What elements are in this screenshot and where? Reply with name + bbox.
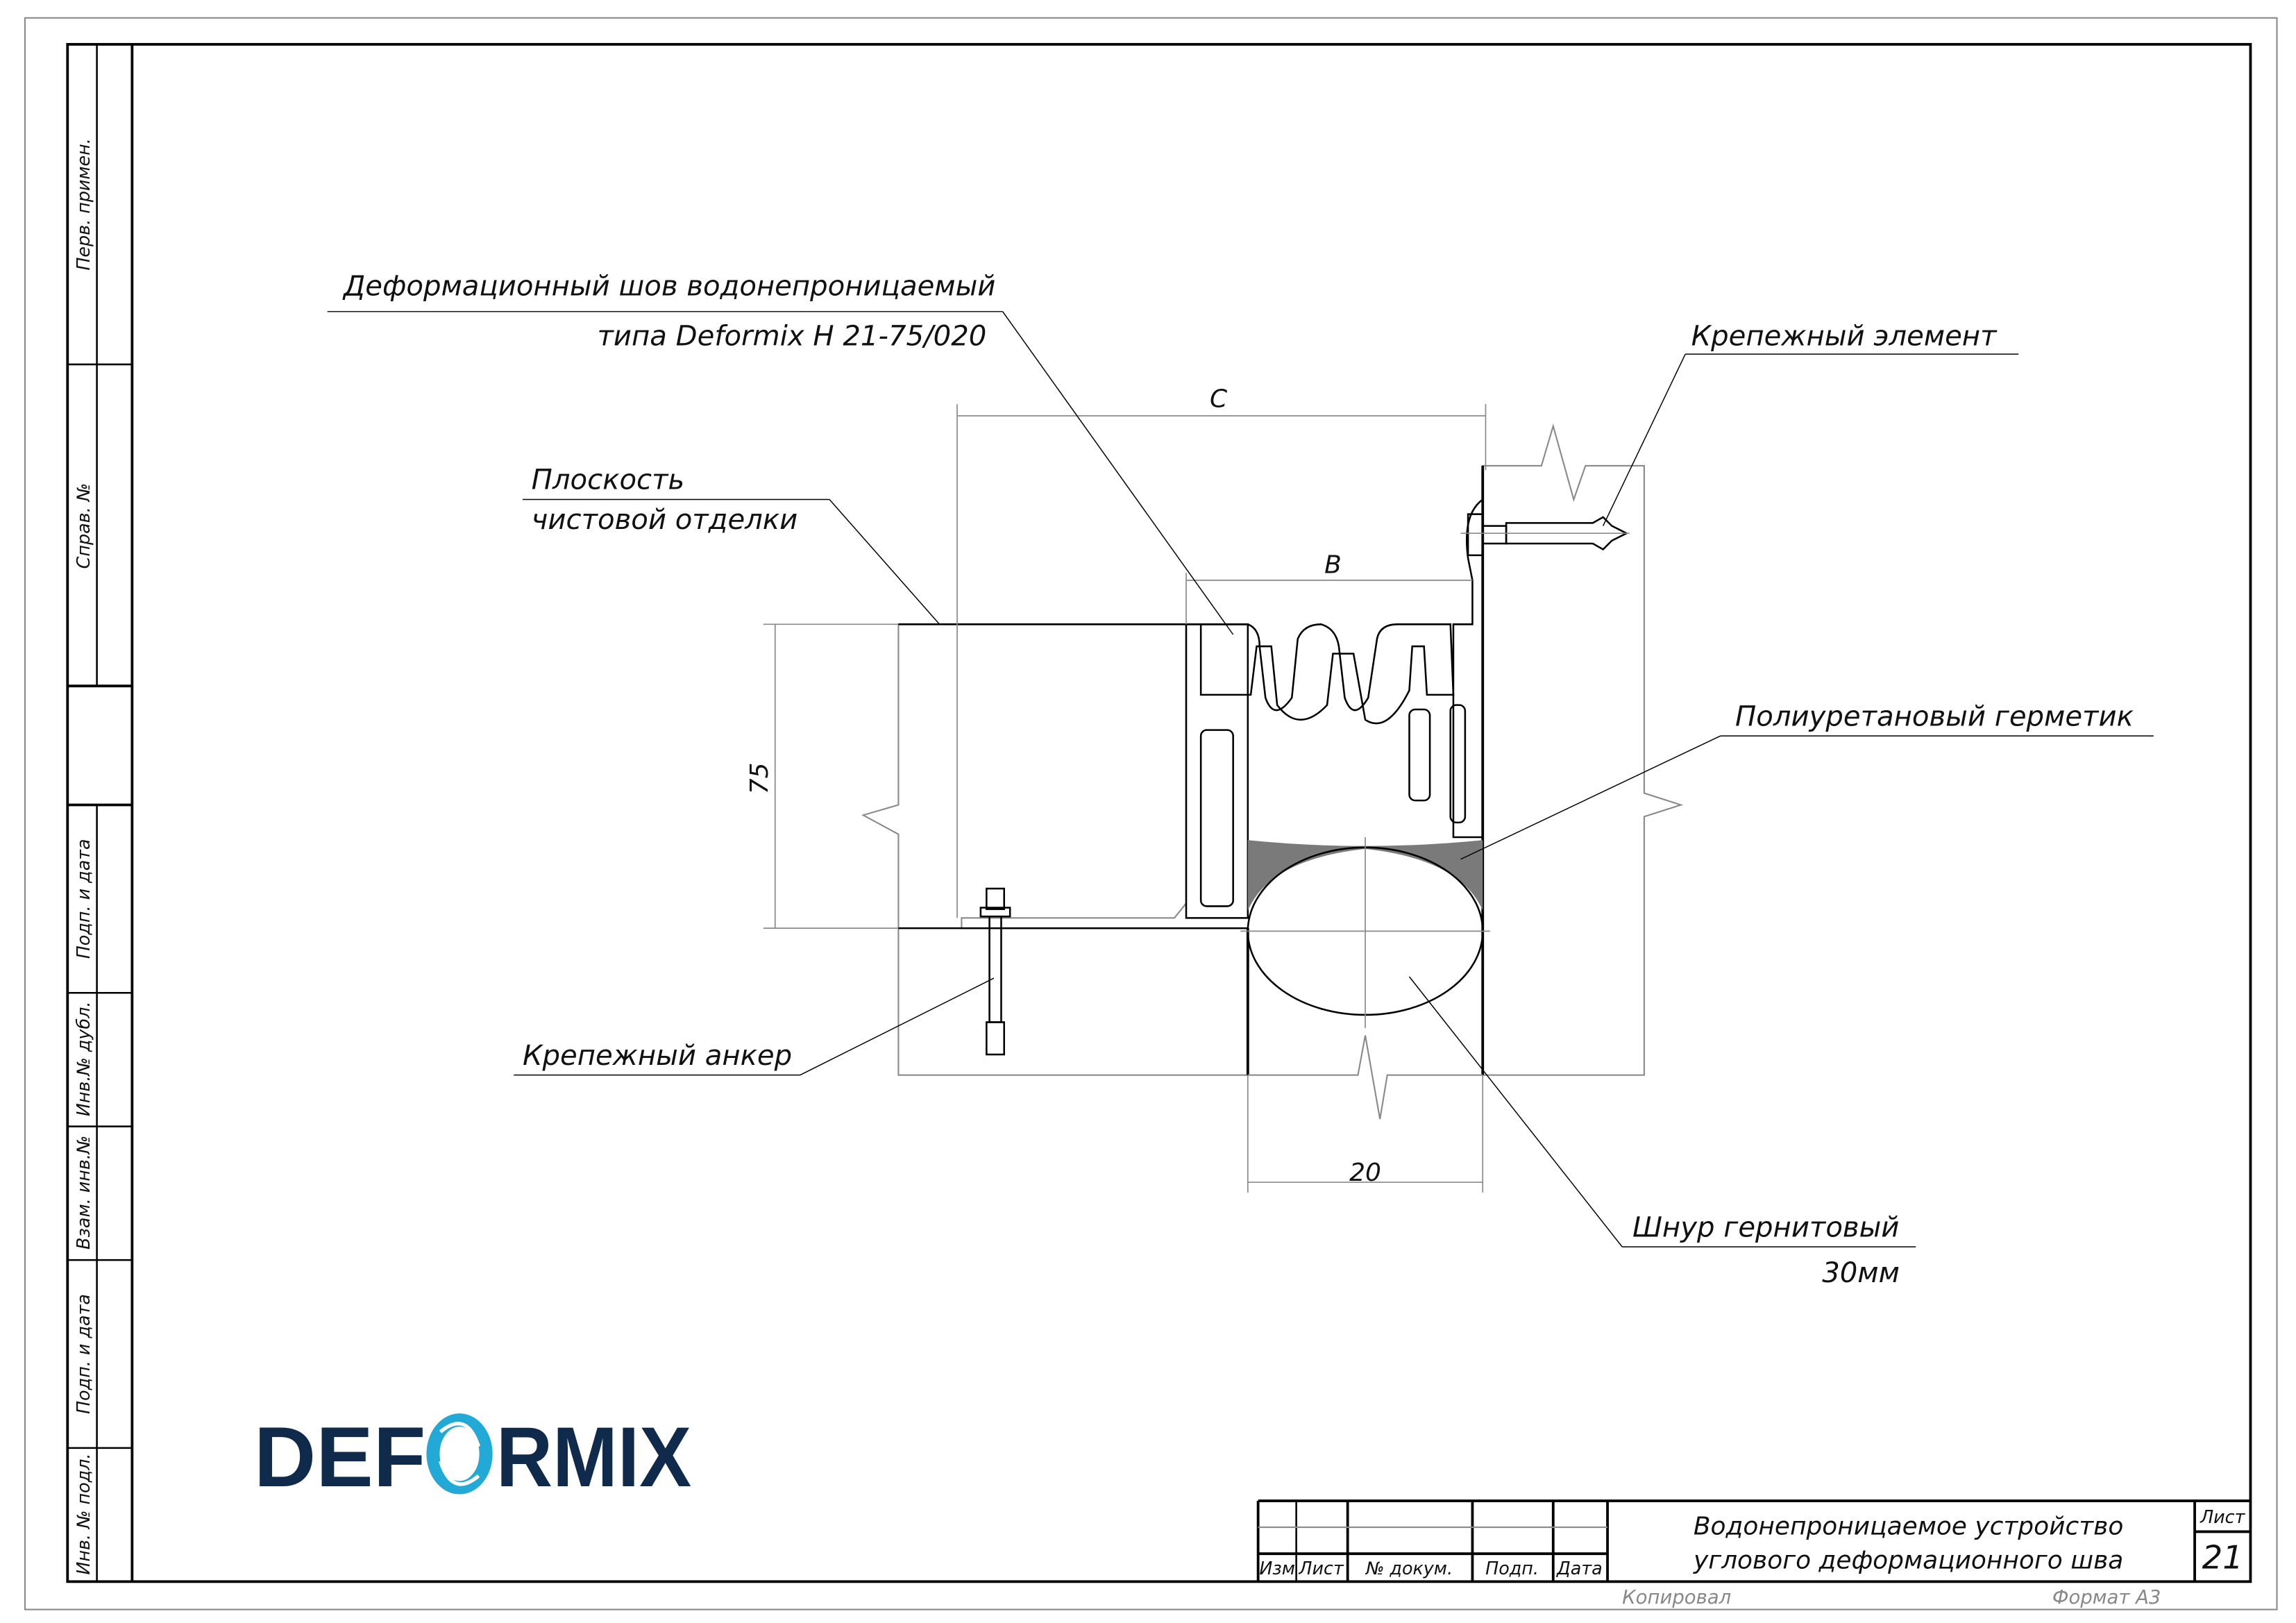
drawing-title-line1: Водонепроницаемое устройство bbox=[1694, 1513, 2123, 1541]
dimension-c: С bbox=[956, 385, 1487, 918]
side-strip: Перв. примен. Справ. № Подп. и дата Инв.… bbox=[67, 44, 134, 1582]
dim-b-label: В bbox=[1324, 550, 1342, 579]
callout-anchor-text: Крепежный анкер bbox=[523, 1040, 792, 1072]
title-block: Изм Лист № докум. Подп. Дата Водонепрони… bbox=[1256, 1499, 2251, 1608]
dimension-75: 75 bbox=[745, 623, 899, 929]
logo-text-right: RMIX bbox=[496, 1409, 691, 1504]
anchor-bolt bbox=[979, 887, 1011, 1056]
callout-sealant-text: Полиуретановый герметик bbox=[1735, 700, 2134, 732]
callout-finish-line1: Плоскость bbox=[532, 464, 685, 496]
strip-label: Справ. № bbox=[73, 483, 94, 569]
col-podp: Подп. bbox=[1485, 1558, 1539, 1579]
sheet-label: Лист bbox=[2200, 1506, 2246, 1527]
callout-finish: Плоскость чистовой отделки bbox=[522, 464, 940, 625]
dim-c-label: С bbox=[1210, 385, 1227, 413]
drawing-title-line2: углового деформационного шва bbox=[1693, 1546, 2123, 1574]
col-date: Дата bbox=[1556, 1558, 1603, 1579]
callout-fastener-text: Крепежный элемент bbox=[1691, 320, 1998, 352]
strip-label: Подп. и дата bbox=[73, 839, 94, 959]
dim-20-label: 20 bbox=[1349, 1159, 1381, 1187]
copied-label: Копировал bbox=[1622, 1586, 1731, 1608]
callout-joint-line1: Деформационный шов водонепроницаемый bbox=[342, 271, 996, 303]
strip-label: Инв.№ дубл. bbox=[73, 1002, 94, 1117]
format-label: Формат А3 bbox=[2052, 1586, 2161, 1608]
callout-fastener: Крепежный элемент bbox=[1603, 320, 2019, 526]
col-izm: Изм bbox=[1259, 1558, 1295, 1579]
dim-75-label: 75 bbox=[745, 763, 774, 795]
inner-frame bbox=[66, 42, 2252, 1583]
strip-label: Инв. № подл. bbox=[73, 1454, 94, 1575]
callout-joint: Деформационный шов водонепроницаемый тип… bbox=[327, 271, 1234, 635]
deformix-logo: DEF RMIX bbox=[254, 1409, 691, 1504]
callout-joint-line2: типа Deformix H 21-75/020 bbox=[598, 320, 987, 352]
callout-finish-line2: чистовой отделки bbox=[532, 504, 798, 536]
joint-section: С В 75 20 Деформационный шов водонепрони… bbox=[327, 271, 2154, 1289]
dimension-b: В bbox=[1185, 550, 1473, 625]
strip-label: Перв. примен. bbox=[73, 138, 94, 271]
logo-swirl-icon bbox=[426, 1413, 493, 1495]
right-profile bbox=[1452, 498, 1484, 839]
outer-frame bbox=[24, 17, 2278, 1611]
right-concrete bbox=[1482, 423, 1684, 1076]
callout-cord: Шнур гернитовый 30мм bbox=[1408, 976, 1916, 1289]
sheet-number: 21 bbox=[2202, 1538, 2243, 1576]
dimension-20: 20 bbox=[1247, 1075, 1484, 1193]
logo-text-left: DEF bbox=[254, 1409, 425, 1504]
strip-label: Подп. и дата bbox=[73, 1294, 94, 1414]
callout-cord-line2: 30мм bbox=[1822, 1257, 1900, 1289]
rubber-bellows bbox=[1199, 623, 1455, 725]
callout-sealant: Полиуретановый герметик bbox=[1460, 700, 2154, 860]
col-doc: № докум. bbox=[1365, 1558, 1453, 1579]
strip-label: Взам. инв.№ bbox=[73, 1136, 94, 1250]
col-list: Лист bbox=[1298, 1558, 1344, 1579]
callout-anchor: Крепежный анкер bbox=[514, 977, 995, 1076]
fastener-screw bbox=[1460, 513, 1630, 557]
callout-cord-line1: Шнур гернитовый bbox=[1632, 1211, 1899, 1243]
